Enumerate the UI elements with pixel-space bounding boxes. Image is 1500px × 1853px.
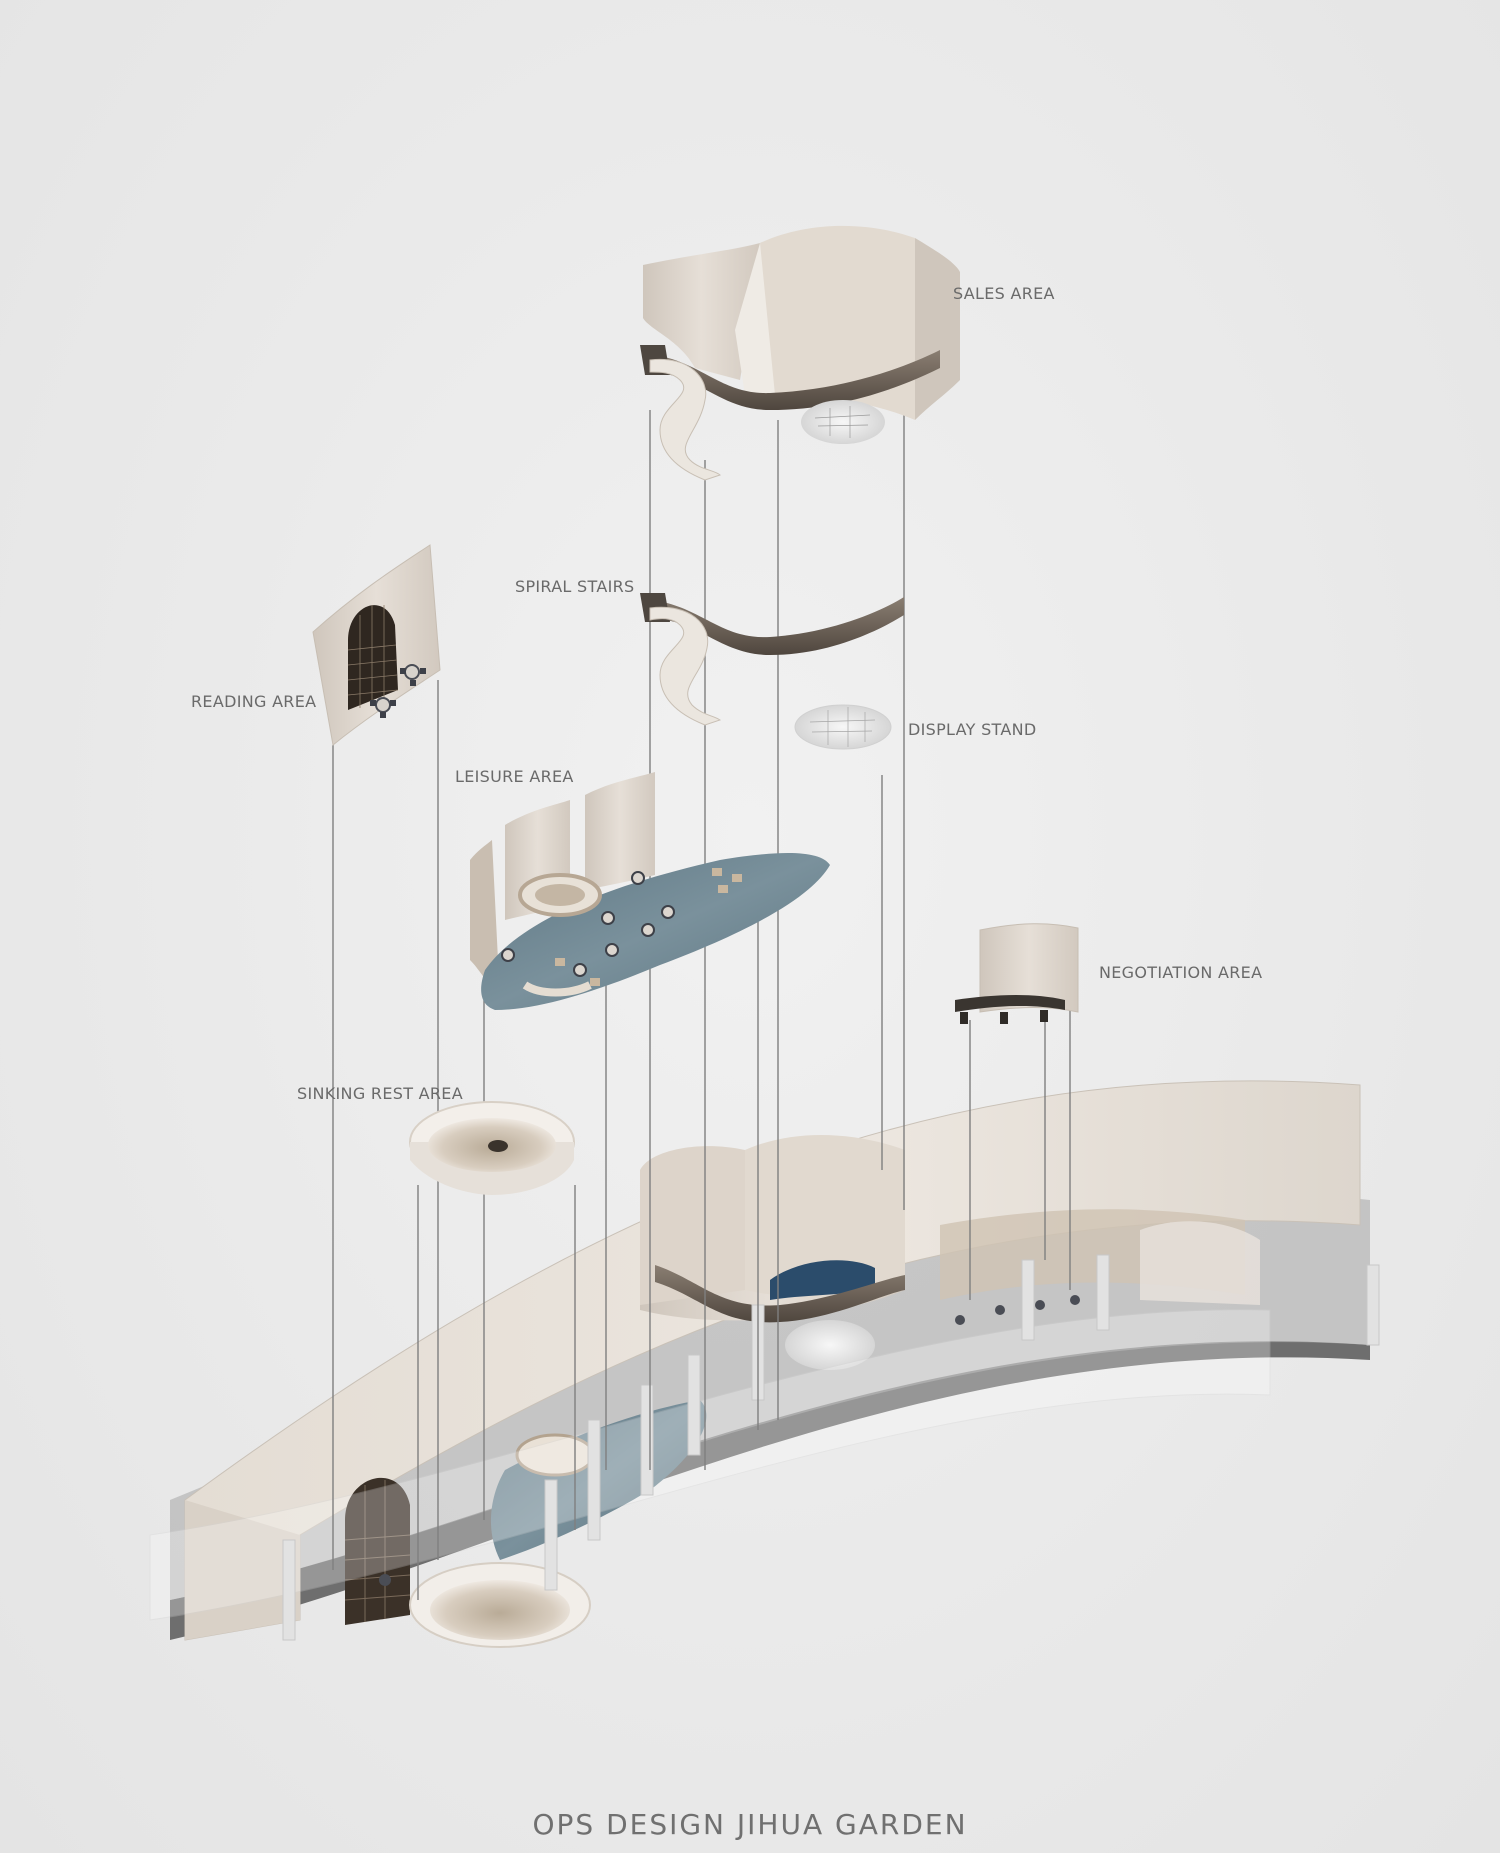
negotiation-area-module [955,923,1079,1024]
negotiation-wall [979,923,1079,1013]
spiral-stairs-band [650,597,904,655]
glass-room [1140,1221,1260,1305]
reading-area-module [312,544,441,746]
ground-table-set [379,1295,1080,1586]
leisure-side-curve [470,840,500,1000]
display-stand-disc [794,704,892,750]
floor-top [170,1191,1370,1600]
ground-bookshelf-grid [344,1480,411,1622]
sales-stair-band [652,350,940,410]
negotiation-chairs [960,1010,1048,1024]
leisure-carpet [481,853,830,1010]
leisure-round-sofa-seat [535,884,585,906]
sales-left-wall [643,243,760,380]
ground-sinking-rest-pit [430,1580,570,1640]
sales-display-model [801,400,885,444]
label-negotiation-area: NEGOTIATION AREA [1099,963,1263,982]
display-stand-detail [809,707,876,747]
label-display-stand: DISPLAY STAND [908,720,1037,739]
glass-railing [149,1309,1271,1621]
label-sales-area: SALES AREA [953,284,1055,303]
blue-led-screen [770,1260,875,1300]
reading-tables [370,664,426,718]
label-reading-area: READING AREA [191,692,317,711]
sinking-rest-area-module [409,1101,575,1195]
spiral-stairs-steps [649,606,722,726]
ground-stair-band [655,1265,905,1323]
vertical-guide-lines [332,380,1071,1600]
ground-floor [149,1080,1380,1648]
leisure-tables [501,868,742,986]
sales-right-wall [760,225,915,420]
ground-sales-right-panel [745,1135,905,1298]
leisure-back-panel-2 [585,772,655,890]
ground-display-stand [785,1320,875,1370]
reading-arch [348,605,398,710]
display-stand-module [794,704,892,750]
sales-curved-back [915,238,960,420]
label-leisure-area: LEISURE AREA [455,767,574,786]
leisure-area-module [470,772,830,1010]
label-sinking-rest-area: SINKING REST AREA [297,1084,463,1103]
sales-spiral-stair [649,358,721,481]
ground-reading-arch [345,1477,410,1625]
wall-end-face [185,1500,300,1640]
sales-area-module [640,225,960,481]
leisure-curved-sofa [522,981,592,997]
reading-bookshelf-grid [347,605,399,708]
negotiation-desk [955,995,1065,1012]
sales-wall-gap [735,243,775,395]
diagram-caption: OPS DESIGN JIHUA GARDEN [532,1808,968,1841]
label-spiral-stairs: SPIRAL STAIRS [515,577,635,596]
ground-sales-left-panel [640,1146,745,1305]
sinking-rest-center-table [488,1140,508,1152]
spiral-stairs-module [640,593,904,726]
sales-display-model-detail [814,406,871,438]
colonnade [282,1254,1380,1641]
